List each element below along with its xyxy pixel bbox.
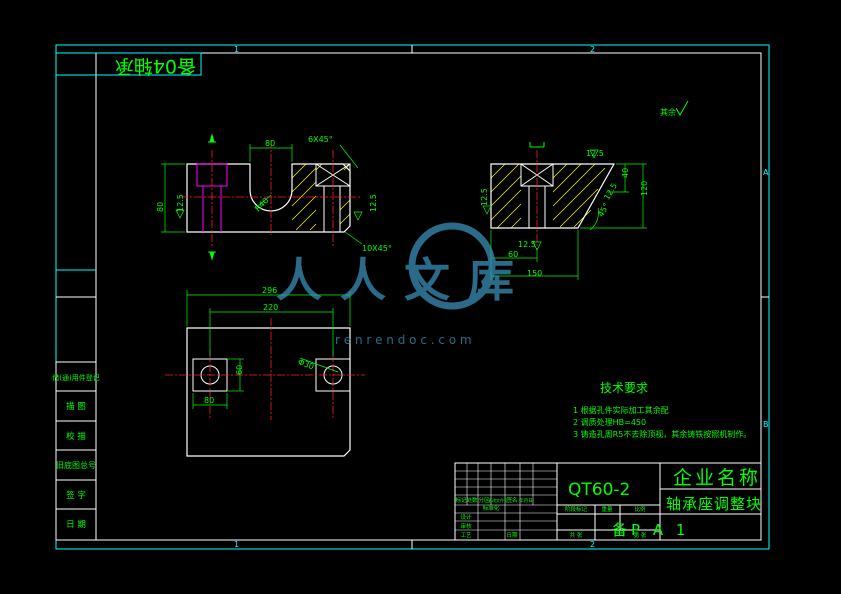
- title-part-name: 轴承座调整块: [666, 495, 762, 513]
- title-sheet-no: 第 张: [634, 531, 647, 539]
- roughness-symbol-icon: [675, 100, 689, 117]
- dim-chamfer-top: 6X45°: [308, 135, 333, 144]
- dim-side-width-small: 60: [508, 250, 518, 259]
- drawing-frame: [55, 44, 770, 550]
- zone-right-a: A: [763, 168, 769, 177]
- title-date-label: 日期: [506, 532, 518, 539]
- title-mark-col-5: 签名: [506, 496, 517, 504]
- tech-req-item-3: 3 铸造孔周R5不去除顶视，其余铸铁按照机制作。: [573, 429, 751, 439]
- dim-hole-pos: 80: [204, 396, 214, 405]
- title-mark-col-4: 更改文件号: [488, 497, 508, 503]
- left-strip-cell-5: 签 字: [66, 490, 86, 501]
- dim-side-height-total: 120: [640, 181, 649, 196]
- drawing-code-box: 备04轴承: [55, 52, 202, 77]
- side-view-hatch: [490, 163, 606, 229]
- title-std-label: 标准化: [483, 504, 500, 512]
- left-strip: 借(通)用件登记 描 图 校 描 旧底图总号 签 字 日 期: [52, 269, 100, 541]
- dim-side-surface-bottom: 12.5: [518, 240, 536, 249]
- tech-requirements: 技术要求 1 根据孔件实际加工其余配 2 调质处理HB=450 3 铸造孔周R5…: [573, 381, 751, 439]
- left-strip-cell-6: 日 期: [66, 520, 86, 530]
- title-sheet-total: 共 张: [570, 531, 583, 539]
- title-drawing-no: 备P A 1: [612, 521, 689, 539]
- left-strip-cell-3: 校 描: [66, 431, 86, 442]
- title-material: QT60-2: [568, 480, 630, 500]
- dim-hole-height: 60: [235, 365, 244, 375]
- dim-side-height-small: 40: [621, 168, 630, 178]
- tech-req-item-2: 2 调质处理HB=450: [573, 417, 646, 427]
- roughness-note-group: 其余: [660, 100, 689, 117]
- watermark-text: 人人文库: [276, 253, 532, 307]
- title-block: QT60-2 企业名称 轴承座调整块 备P A 1 标记 处数 分区 更改文件号…: [454, 462, 762, 541]
- dim-hole-spacing: 220: [263, 303, 278, 312]
- tech-req-item-1: 1 根据孔件实际加工其余配: [573, 405, 669, 415]
- title-stage-label: 阶段标记: [565, 505, 588, 513]
- zone-labels: 1 2 1 2 A B: [234, 45, 769, 549]
- left-strip-cell-2: 描 图: [66, 401, 86, 412]
- roughness-note: 其余: [660, 107, 676, 117]
- drawing-code: 备04轴承: [115, 55, 196, 77]
- zone-right-b: B: [763, 420, 769, 429]
- zone-top-2: 2: [590, 45, 595, 54]
- front-view: 80 6X45° 80 12.5 R40 12.5 10X45°: [156, 133, 392, 261]
- side-dimensions: [482, 149, 647, 280]
- dim-side-surface-left: 12.5: [480, 188, 489, 206]
- title-mark-col-2: 处数: [466, 496, 478, 504]
- dim-height: 80: [156, 202, 165, 212]
- dim-chamfer-bottom: 10X45°: [362, 244, 392, 253]
- dim-slot-width: 80: [265, 139, 275, 148]
- zone-bottom-1: 1: [234, 540, 239, 549]
- dim-surface-right: 12.5: [369, 194, 378, 212]
- zone-top-1: 1: [234, 45, 239, 54]
- top-dimensions: [186, 290, 351, 409]
- title-scale-label: 比例: [634, 505, 646, 513]
- top-view: 296 220 Φ30 60 80: [165, 286, 365, 457]
- front-centerlines: [180, 140, 362, 248]
- section-markers: [208, 133, 216, 261]
- title-weight-label: 重量: [601, 505, 613, 513]
- title-mark-col-1: 标记: [455, 496, 467, 504]
- front-view-outline: [186, 163, 351, 233]
- drawing-code-border: [55, 52, 202, 76]
- left-strip-cell-4: 旧底图总号: [56, 460, 96, 470]
- title-role-1: 设计: [460, 513, 472, 521]
- top-view-outline: [186, 327, 351, 457]
- dim-side-width-total: 150: [527, 269, 542, 278]
- title-mark-col-6: 年月日: [519, 497, 533, 504]
- title-role-3: 工艺: [460, 532, 472, 539]
- dim-surface-left: 12.5: [176, 194, 185, 212]
- top-centerlines: [165, 318, 365, 420]
- front-dimensions: [161, 144, 363, 245]
- zone-bottom-2: 2: [590, 540, 595, 549]
- tech-req-title: 技术要求: [600, 381, 648, 395]
- title-company: 企业名称: [673, 467, 761, 489]
- title-role-2: 审核: [460, 522, 472, 530]
- side-section-marker: [529, 142, 545, 148]
- watermark: 人人文库 r e n r e n d o c . c o m: [276, 222, 532, 347]
- dim-length-total: 296: [262, 286, 277, 295]
- left-strip-cell-1: 借(通)用件登记: [52, 373, 99, 382]
- title-mark-col-3: 分区: [478, 496, 490, 504]
- watermark-logo-icon: [408, 222, 496, 310]
- watermark-url: r e n r e n d o c . c o m: [335, 333, 472, 347]
- front-view-hatch: [291, 163, 351, 231]
- dim-side-surface-top: 12.5: [586, 149, 604, 158]
